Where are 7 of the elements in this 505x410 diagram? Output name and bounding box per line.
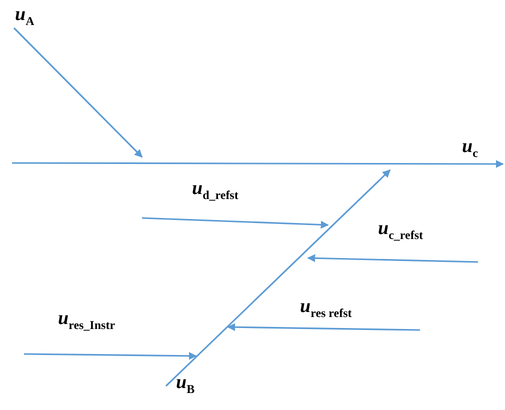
vector-label: u$_{res refst}$ [300, 296, 352, 320]
vector-label: u$_{d_refst}$ [192, 178, 238, 202]
vector-label: u$_{A}$ [15, 4, 34, 28]
vector-label: u$_{res_Instr}$ [58, 308, 116, 332]
vector-label: u$_{B}$ [176, 372, 195, 396]
vector-label: u$_{c}$ [462, 136, 478, 160]
vector-label: u$_{c_refst}$ [378, 218, 424, 242]
